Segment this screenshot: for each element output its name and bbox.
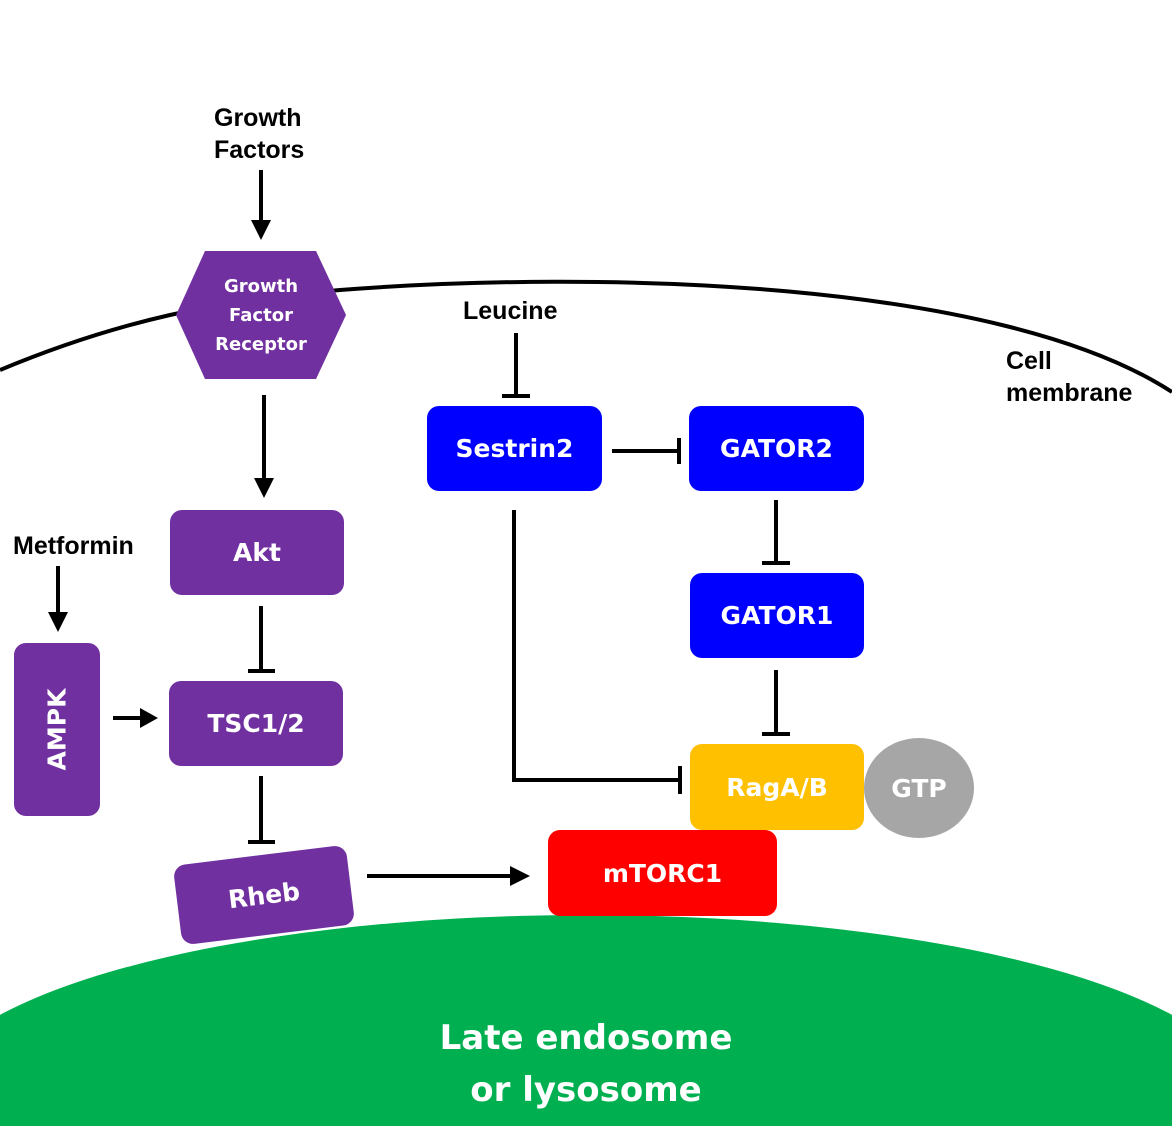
gator1-label: GATOR1 [720, 601, 834, 630]
arrow-metformin-to-ampk [48, 566, 68, 632]
cell-membrane-label: Cell membrane [1006, 347, 1133, 407]
akt-node[interactable]: Akt [170, 510, 344, 595]
arrow-rheb-to-mtorc1 [367, 866, 530, 886]
inhibit-gator2-to-gator1 [762, 500, 790, 565]
tsc-label: TSC1/2 [207, 709, 305, 738]
metformin-label: Metformin [13, 532, 134, 560]
inhibit-gator1-to-raga-b [762, 670, 790, 736]
sestrin2-node[interactable]: Sestrin2 [427, 406, 602, 491]
lysosome-shape [0, 915, 1172, 1126]
sestrin2-label: Sestrin2 [455, 434, 574, 463]
inhibit-sestrin2-to-raga-b [512, 510, 682, 794]
ampk-node[interactable]: AMPK [14, 643, 100, 816]
leucine-label: Leucine [463, 297, 558, 325]
gtp-node[interactable]: GTP [864, 738, 974, 838]
lysosome-label: Late endosome or lysosome [439, 1018, 733, 1110]
gtp-shape [864, 738, 974, 838]
inhibit-tsc-to-rheb [248, 776, 275, 844]
inhibit-leucine-to-sestrin2 [502, 333, 530, 398]
akt-label: Akt [233, 538, 281, 567]
inhibit-sestrin2-to-gator2 [612, 438, 681, 464]
raga-b-label: RagA/B [726, 772, 828, 802]
mtorc1-node[interactable]: mTORC1 [548, 830, 777, 916]
inhibit-akt-to-tsc [248, 606, 275, 673]
gtp-label: GTP [891, 773, 947, 803]
growth-factors-label: Growth Factors [214, 104, 305, 164]
growth-factor-receptor-label: Growth Factor Receptor [215, 275, 307, 355]
arrow-growth-factors-to-receptor [251, 170, 271, 240]
arrow-ampk-to-tsc [113, 708, 158, 728]
growth-factor-receptor-node[interactable]: Growth Factor Receptor [176, 251, 346, 379]
mtorc1-label: mTORC1 [602, 858, 723, 888]
growth-factor-receptor-shape [176, 251, 346, 379]
arrow-receptor-to-akt [254, 395, 274, 498]
cell-membrane-line [0, 279, 1172, 394]
tsc-node[interactable]: TSC1/2 [169, 681, 343, 766]
rheb-label: Rheb [226, 876, 302, 914]
gator1-node[interactable]: GATOR1 [690, 573, 864, 658]
gator2-node[interactable]: GATOR2 [689, 406, 864, 491]
raga-b-node[interactable]: RagA/B [690, 744, 864, 830]
gator2-label: GATOR2 [720, 434, 833, 463]
ampk-label: AMPK [42, 688, 72, 771]
